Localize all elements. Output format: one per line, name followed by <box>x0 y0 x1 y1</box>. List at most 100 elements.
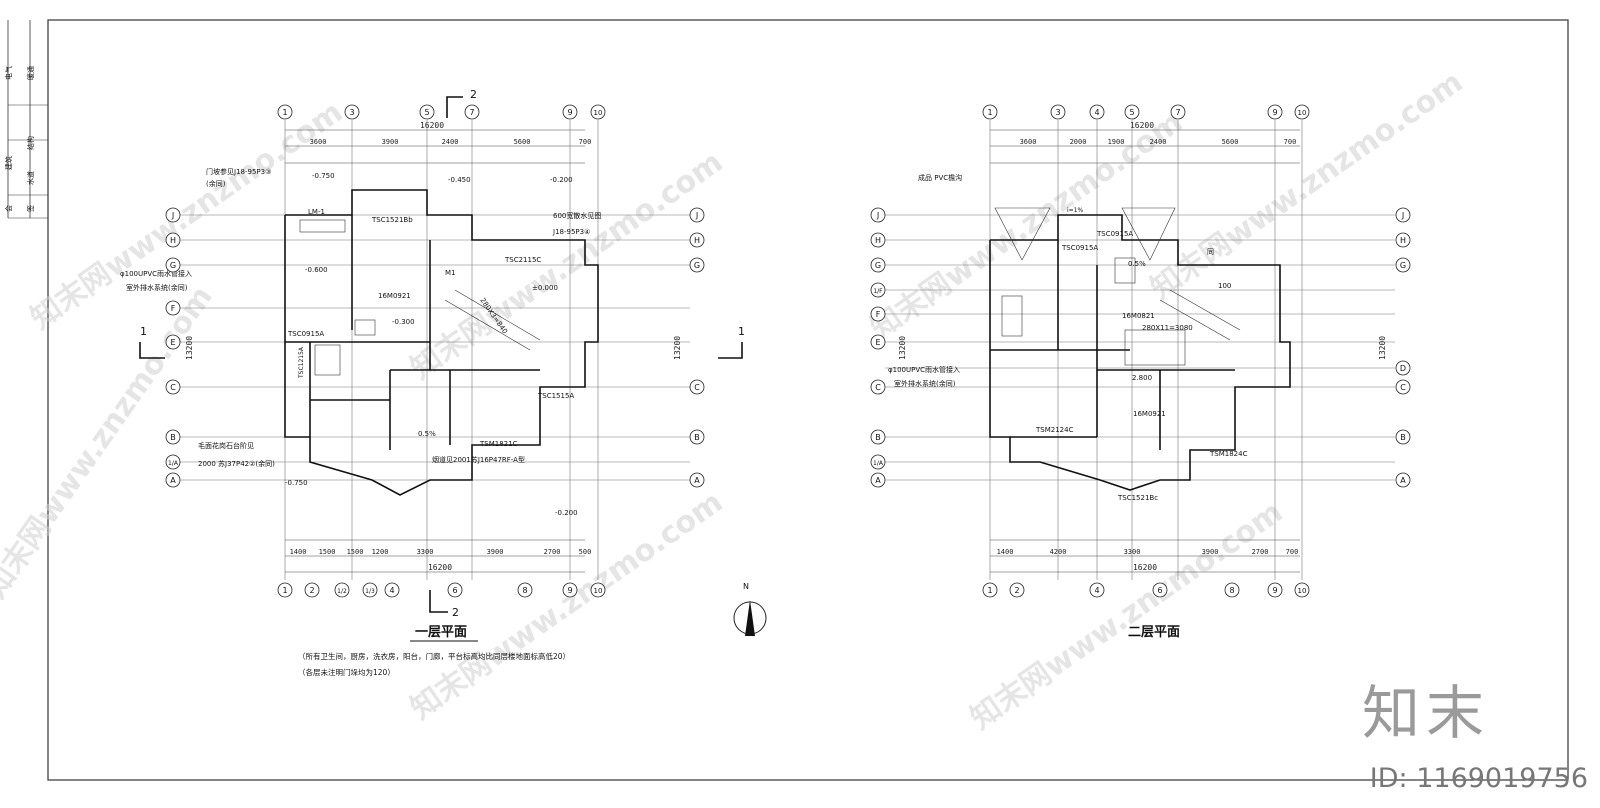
plan2-grid-side-4: 1/F <box>873 288 883 295</box>
plan1-label-11: φ100UPVC雨水管接入 <box>120 269 192 278</box>
plan1-grid-top-2: 3 <box>349 108 354 117</box>
plan2-label-2: TSC0915A <box>1061 244 1098 252</box>
title-strip-a1: 电气 <box>4 66 13 80</box>
plan1-section-mark-bottom: 2 <box>452 606 459 619</box>
plan1-side-total: 13200 <box>185 336 194 360</box>
plan1-label-4: -0.200 <box>550 176 573 184</box>
plan2-top-dim-4: 2400 <box>1150 138 1167 146</box>
plan2-grid-top-1: 1 <box>987 108 992 117</box>
plan1-bottom-dim-6: 3900 <box>487 548 504 556</box>
plan2-grid-bottom-7: 10 <box>1298 587 1307 595</box>
plan2-side-total-right: 13200 <box>1378 336 1387 360</box>
title-strip-b2: 结构 <box>26 136 35 150</box>
plan2-top-dim-6: 700 <box>1284 138 1297 146</box>
plan1-label-22: 2000 苏J37P42②(余同) <box>198 459 275 468</box>
plan2-walls <box>989 207 1291 491</box>
watermark-layer: 知末网www.znzmo.com 知末网www.znzmo.com 知末网www… <box>0 65 1469 737</box>
plan1-grid-side-6: C <box>170 383 176 392</box>
plan1-grid-top-6: 10 <box>594 109 603 117</box>
plan2-label-5: 16M0821 <box>1122 312 1155 320</box>
plan1-section-marks: 2 2 1 1 <box>139 88 745 619</box>
plan1-note-1: （所有卫生间，厨房，洗衣房，阳台，门廊，平台标高均比同层楼地面标高低20） <box>298 651 570 661</box>
watermark-6: 知末网www.znzmo.com <box>965 495 1290 737</box>
plan1-grid-bottom-7: 8 <box>522 586 527 595</box>
plan1-label-0: 门坡参见J18-95P3③ <box>206 167 271 176</box>
plan2-label-14: 100 <box>1218 282 1231 290</box>
plan1-grid-side-8: 1/A <box>168 460 179 467</box>
plan2-grid-side-6: E <box>875 338 880 347</box>
plan2-grid-side-r7: D <box>1400 364 1406 373</box>
plan2-total-width: 16200 <box>1130 121 1154 130</box>
plan1-label-26: M1 <box>445 269 456 277</box>
plan2-grid-top-2: 3 <box>1055 108 1060 117</box>
plan2-bottom-dim-2: 4200 <box>1050 548 1067 556</box>
title-strip-a2: 暖通 <box>26 66 35 80</box>
plan1-label-20: 0.5% <box>418 430 436 438</box>
plan1-grid-side-r2: H <box>694 236 700 245</box>
plan2-side-total: 13200 <box>898 336 907 360</box>
plan2-grid-side-r11: A <box>1400 476 1406 485</box>
plan1-top-dim-4: 5600 <box>514 138 531 146</box>
plan1-grid-side-9: A <box>170 476 176 485</box>
plan2-top-dim-5: 5600 <box>1222 138 1239 146</box>
plan1-grid-bottom-4: 1/3 <box>365 588 375 595</box>
plan2-grid-bubbles-top: 1 3 4 5 7 9 10 <box>982 104 1310 120</box>
plan1-grid-bottom-2: 2 <box>309 586 314 595</box>
plan1-grid-bottom-9: 10 <box>594 587 603 595</box>
plan2-grid-side-r3: G <box>1400 261 1406 270</box>
plan1-grid-top-5: 9 <box>567 108 572 117</box>
plan1-label-19: TSM1821C <box>479 440 518 448</box>
plan2-grid-side-11: A <box>875 476 881 485</box>
plan1-grid-bottom-6: 6 <box>452 586 457 595</box>
plan1-label-10: -0.600 <box>305 266 328 274</box>
plan2-grid-top-6: 9 <box>1272 108 1277 117</box>
plan1-label-12: 室外排水系统(余同) <box>126 283 188 292</box>
plan2-grid-side-r1: J <box>1401 211 1404 220</box>
plan2-label-11: TSC1521Bc <box>1117 494 1158 502</box>
plan1-grid-side-3: G <box>170 261 176 270</box>
plan1-section-mark-top: 2 <box>470 88 477 101</box>
plan1-bottom-dim-3: 1500 <box>347 548 364 556</box>
plan2-grid-side-3: G <box>875 261 881 270</box>
plan2-total-width-bottom: 16200 <box>1133 563 1157 572</box>
plan2-grid-bubbles-bottom: 1 2 4 6 8 9 10 <box>982 582 1310 598</box>
plan1-grid-bubbles-bottom: 1 2 1/2 1/3 4 6 8 9 10 <box>277 582 606 598</box>
plan2-grid-top-4: 5 <box>1129 108 1134 117</box>
plan1-side-total-right: 13200 <box>673 336 682 360</box>
plan1-walls <box>284 189 599 496</box>
plan2-grid-side-1: J <box>876 211 879 220</box>
plan1-title: 一层平面 <box>415 625 467 640</box>
plan1-label-3: -0.450 <box>448 176 471 184</box>
plan1-grid-top-1: 1 <box>282 108 287 117</box>
plan1-label-9: J18-95P3④ <box>552 228 590 236</box>
plan2-grid-side-5: F <box>876 310 881 319</box>
north-arrow: N <box>733 582 767 636</box>
plan2-bottom-dim-6: 700 <box>1286 548 1299 556</box>
watermark-7: 知末网www.znzmo.com <box>0 280 220 605</box>
plan1-side-mark-right: 1 <box>738 325 745 338</box>
plan2-grid-side-r8: C <box>1400 383 1406 392</box>
plan1-label-13: ±0.000 <box>532 284 558 292</box>
plan1-bottom-dim-2: 1500 <box>319 548 336 556</box>
plan2-label-4: 0.5% <box>1128 260 1146 268</box>
plan1-side-mark-left: 1 <box>140 325 147 338</box>
plan1-grid-bubbles-top: 1 3 5 7 9 10 <box>277 104 606 120</box>
plan2-grid-side-r2: H <box>1400 236 1406 245</box>
plan1-annotations: 门坡参见J18-95P3③ (余同) -0.750 -0.450 -0.200 … <box>120 167 601 517</box>
plan1-label-5: LM-1 <box>308 208 325 216</box>
plan2-label-15: 同 <box>1207 248 1214 256</box>
watermark-4: 知末网www.znzmo.com <box>1145 65 1470 307</box>
plan2-annotations: 成品 PVC檐沟 TSC0915A TSC0915A i=1% 0.5% 16M… <box>888 173 1248 502</box>
plan2-grid-bottom-5: 8 <box>1229 586 1234 595</box>
plan2-grid-top-5: 7 <box>1175 108 1180 117</box>
plan1-bottom-dim-5: 3300 <box>417 548 434 556</box>
plan1-label-14: TSC0915A <box>287 330 324 338</box>
plan1-label-7: TSC2115C <box>504 256 541 264</box>
plan2-grid-side-10: 1/A <box>873 460 884 467</box>
plan2-bottom-dim-4: 3900 <box>1202 548 1219 556</box>
plan1-label-2: -0.750 <box>312 172 335 180</box>
plan2-label-13: 室外排水系统(余同) <box>894 379 956 388</box>
plan2-grid-top-7: 10 <box>1298 109 1307 117</box>
plan1-top-dim-1: 3600 <box>310 138 327 146</box>
